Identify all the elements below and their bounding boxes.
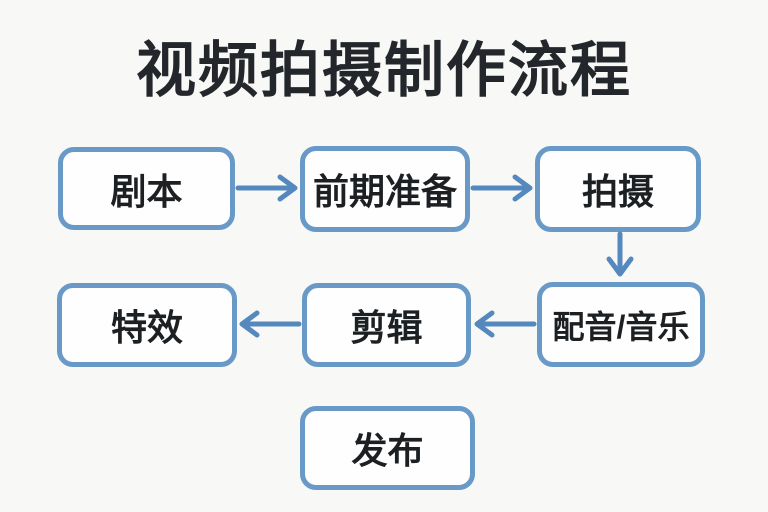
page-title: 视频拍摄制作流程 — [136, 37, 632, 104]
flow-node-script-label: 剧本 — [110, 170, 183, 212]
arrow-script-to-preproduction — [235, 174, 298, 202]
flow-node-script: 剧本 — [58, 147, 235, 230]
flow-node-editing-label: 剪辑 — [350, 307, 423, 348]
arrow-shooting-to-dubbing-music — [606, 231, 634, 277]
flow-node-release-label: 发布 — [351, 430, 424, 471]
flow-node-dubbing-music: 配音/音乐 — [537, 282, 705, 367]
flow-node-preproduction-label: 前期准备 — [312, 171, 457, 212]
arrow-preproduction-to-shooting — [470, 174, 533, 202]
flow-node-shooting-label: 拍摄 — [581, 171, 654, 212]
flow-node-dubbing-music-label: 配音/音乐 — [552, 308, 690, 345]
arrow-dubbing-music-to-editing — [474, 310, 537, 338]
flow-node-effects-label: 特效 — [110, 307, 183, 348]
flow-node-editing: 剪辑 — [302, 283, 471, 367]
flow-node-shooting: 拍摄 — [535, 146, 701, 232]
flow-node-release: 发布 — [300, 406, 475, 490]
flow-node-effects: 特效 — [57, 283, 237, 367]
flow-node-preproduction: 前期准备 — [300, 146, 470, 232]
arrow-editing-to-effects — [239, 310, 302, 338]
